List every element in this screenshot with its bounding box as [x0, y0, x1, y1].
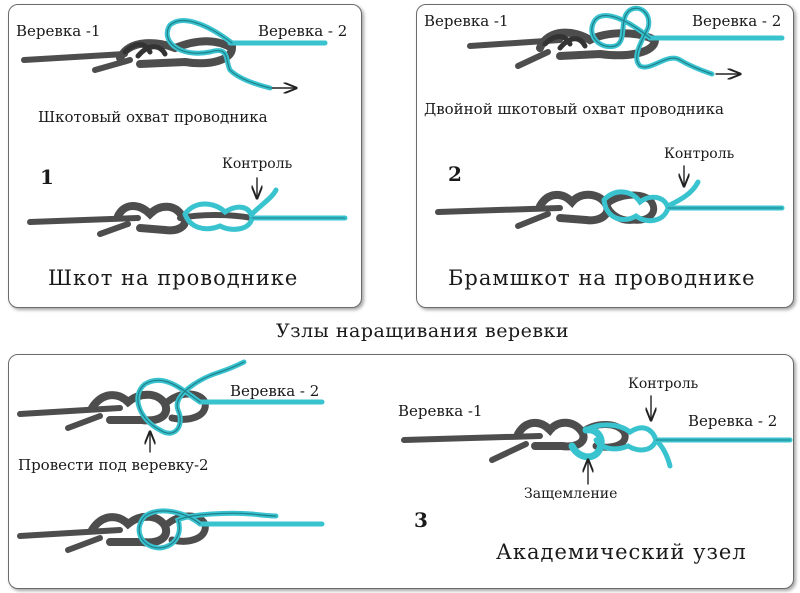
figure-number: 1 — [40, 165, 54, 189]
panel-title: Шкот на проводнике — [48, 266, 299, 290]
knot-2-bottom — [435, 165, 785, 229]
control-label: Контроль — [664, 146, 735, 162]
knot-3-left-top — [17, 359, 325, 453]
main-title: Узлы наращивания веревки — [276, 320, 570, 342]
knot-2-top — [467, 5, 785, 74]
control-label: Контроль — [628, 376, 699, 392]
knot-3-right — [401, 395, 793, 485]
knot-3-left-bottom — [17, 508, 325, 553]
rope-1-label: Веревка -1 — [16, 22, 101, 40]
control-label: Контроль — [222, 156, 293, 172]
figure-number: 2 — [448, 162, 462, 186]
pinch-label: Защемление — [524, 486, 618, 502]
knot-1-bottom — [27, 177, 348, 237]
panel-title: Академический узел — [496, 540, 747, 564]
panel-title: Брамшкот на проводнике — [448, 266, 756, 290]
pass-under-label: Провести под веревку-2 — [18, 456, 209, 474]
rope-1-label: Веревка -1 — [398, 402, 483, 420]
rope-2-label: Веревка - 2 — [258, 22, 348, 40]
sheet-wrap-caption: Шкотовый охват проводника — [38, 108, 268, 126]
rope-2-label: Веревка - 2 — [688, 412, 778, 430]
rope-1-label: Веревка -1 — [424, 12, 509, 30]
rope-2-label: Веревка - 2 — [230, 382, 320, 400]
rope-2-label: Веревка - 2 — [692, 12, 782, 30]
knot-1-top — [21, 18, 328, 88]
double-sheet-wrap-caption: Двойной шкотовый охват проводника — [424, 100, 724, 118]
figure-number: 3 — [414, 508, 428, 532]
